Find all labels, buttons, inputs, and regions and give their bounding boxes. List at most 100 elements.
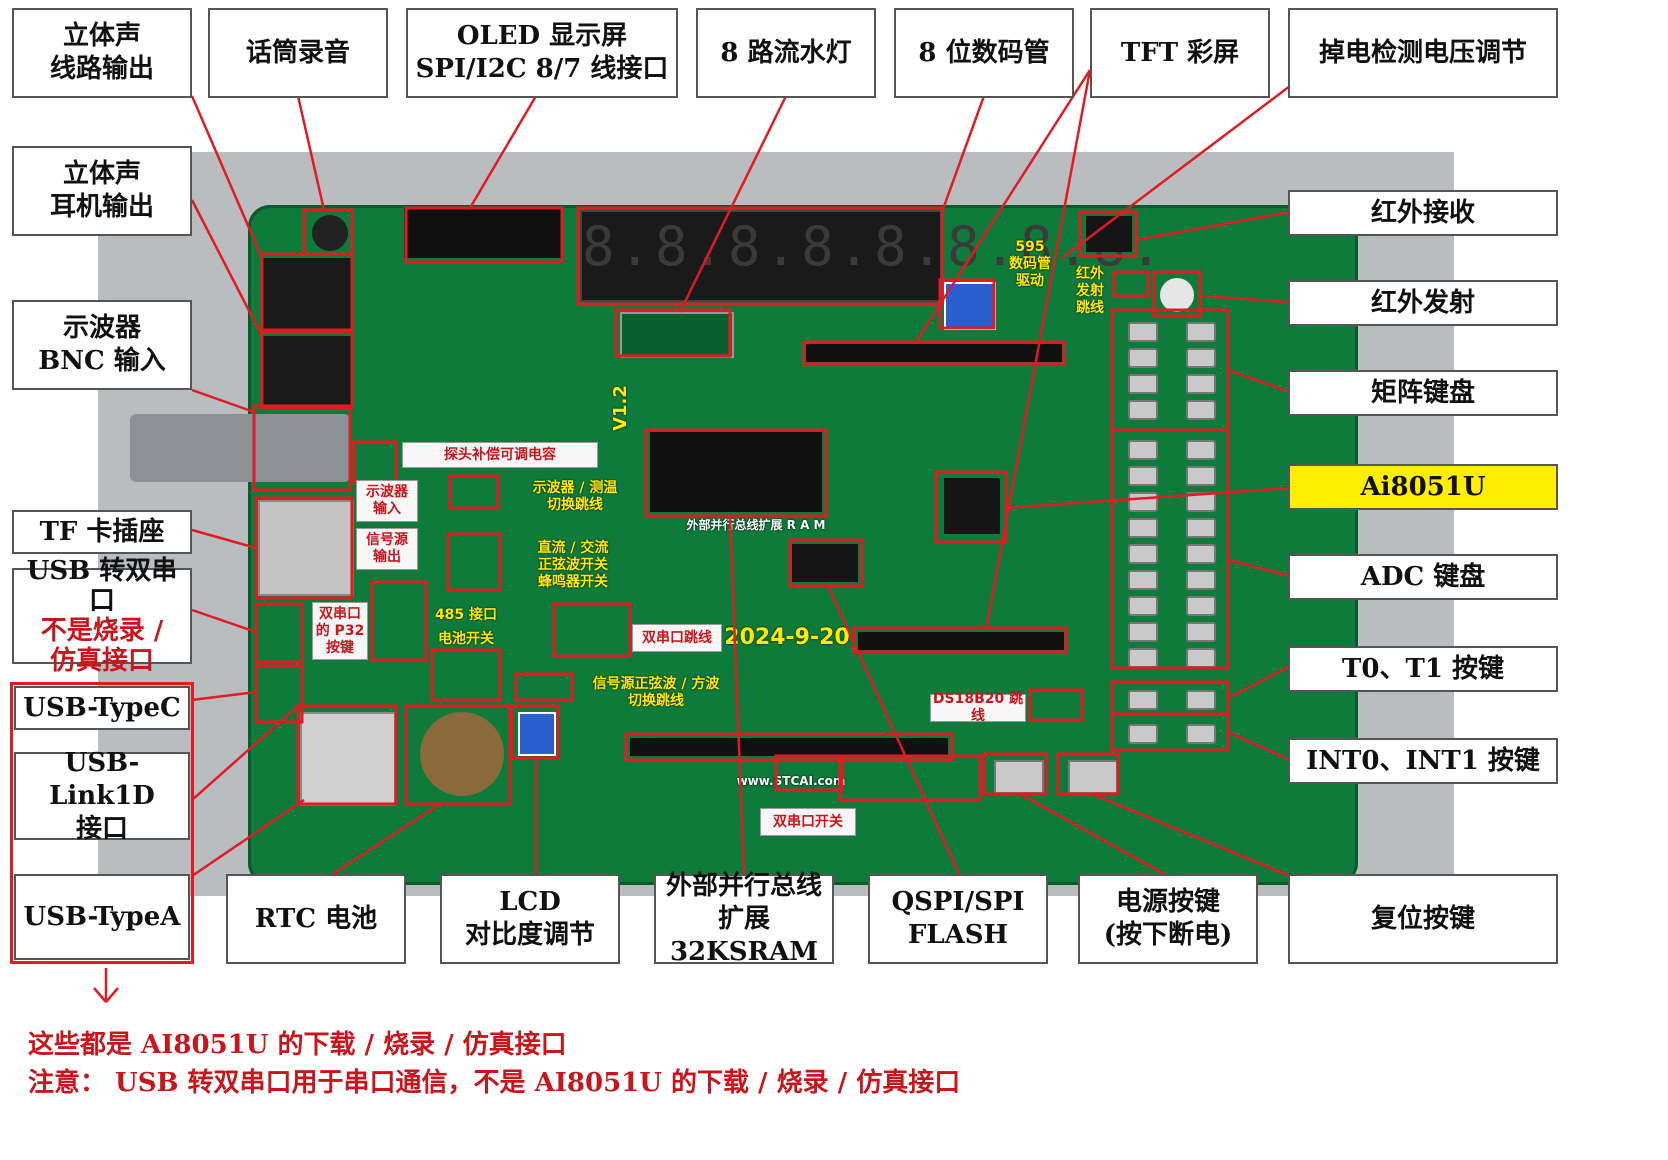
label-line: 对比度调节 — [464, 920, 595, 950]
tf-card-socket — [258, 500, 354, 596]
keypad-button — [1186, 518, 1216, 538]
inner-line: 驱动 — [1016, 272, 1044, 289]
keypad-button — [1128, 440, 1158, 460]
inner-line: 示波器 / 测温 — [532, 480, 618, 496]
label-line: RTC 电池 — [254, 903, 378, 934]
bus-header — [630, 738, 948, 756]
label-line: USB-TypeC — [23, 692, 181, 723]
usb-typea-port — [300, 712, 396, 806]
inner-p32-key: 双串口 的 P32 按键 — [312, 602, 368, 660]
keypad-button — [1128, 648, 1158, 668]
keypad-button — [1186, 596, 1216, 616]
label-line: LCD — [499, 887, 561, 917]
label-line: TF 卡插座 — [39, 516, 165, 547]
label-line: TFT 彩屏 — [1120, 37, 1240, 68]
audio-jack-line — [262, 258, 352, 330]
keypad-button — [1128, 724, 1158, 744]
keypad-button — [1128, 544, 1158, 564]
label-line: 立体声 — [62, 21, 141, 51]
keypad-button — [1186, 374, 1216, 394]
label-tft: TFT 彩屏 — [1090, 8, 1270, 98]
label-usb-link1d: USB-Link1D 接口 — [14, 748, 190, 844]
label-t0t1-keys: T0、T1 按键 — [1288, 646, 1558, 692]
label-stereo-line-out: 立体声 线路输出 — [12, 8, 192, 98]
label-line: 掉电检测电压调节 — [1318, 37, 1527, 68]
keypad-button — [1186, 440, 1216, 460]
keypad-button — [1128, 492, 1158, 512]
label-line: 仿真接口 — [49, 646, 154, 676]
label-line: BNC 输入 — [38, 346, 166, 376]
inner-line: 红外 — [1076, 265, 1104, 282]
inner-signal-output: 信号源 输出 — [356, 528, 418, 570]
label-int-keys: INT0、INT1 按键 — [1288, 738, 1558, 784]
label-line: (按下断电) — [1103, 920, 1233, 950]
keypad-button — [1186, 466, 1216, 486]
label-8-segment: 8 位数码管 — [894, 8, 1074, 98]
label-line: 扩展 32KSRAM — [669, 903, 819, 967]
inner-line: 跳线 — [1076, 299, 1104, 316]
keypad-button — [1186, 570, 1216, 590]
label-usb-typec: USB-TypeC — [14, 686, 190, 730]
label-line: ADC 键盘 — [1360, 561, 1486, 592]
keypad-button — [1186, 348, 1216, 368]
inner-hc595: 595 数码管 驱动 — [1000, 236, 1060, 292]
inner-line: 595 — [1015, 238, 1045, 255]
label-line: 线路输出 — [49, 54, 154, 84]
label-qspi-flash: QSPI/SPI FLASH — [868, 874, 1048, 964]
flash-chip — [792, 544, 858, 582]
label-stereo-headphone: 立体声 耳机输出 — [12, 146, 192, 236]
keypad-button — [1186, 322, 1216, 342]
inner-line: 示波器 — [366, 484, 408, 500]
label-8-led: 8 路流水灯 — [696, 8, 876, 98]
keypad-button — [1186, 648, 1216, 668]
board-date: 2024-9-20 — [724, 624, 850, 650]
label-line: 电源按键 — [1115, 887, 1220, 917]
label-mic-record: 话筒录音 — [208, 8, 388, 98]
label-lcd-contrast: LCD 对比度调节 — [440, 874, 620, 964]
label-line: FLASH — [907, 920, 1009, 950]
label-line: 红外发射 — [1370, 287, 1475, 318]
label-line: 话筒录音 — [245, 37, 350, 68]
keypad-button — [1128, 596, 1158, 616]
board-version: V1.2 — [609, 385, 631, 431]
inner-line: 信号源正弦波 / 方波 — [592, 676, 720, 692]
inner-rs485: 485 接口 — [434, 606, 498, 623]
label-line: 复位按键 — [1370, 903, 1475, 934]
oled-header-socket — [404, 208, 562, 258]
label-reset-key: 复位按键 — [1288, 874, 1558, 964]
ir-receiver — [1086, 216, 1132, 252]
keypad-button — [1186, 544, 1216, 564]
rtc-coin-cell — [420, 712, 504, 796]
keypad-button — [1186, 724, 1216, 744]
label-scope-bnc: 示波器 BNC 输入 — [12, 300, 192, 390]
label-line: Ai8051U — [1360, 471, 1486, 502]
inner-ir-jumper: 红外 发射 跳线 — [1068, 262, 1112, 320]
footer-note-1: 这些都是 AI8051U 的下载 / 烧录 / 仿真接口 — [28, 1030, 567, 1060]
mcu-chip — [944, 478, 1000, 534]
seven-segment-display: 8.8.8.8.8.8.8.8. — [580, 210, 1162, 302]
keypad-button — [1128, 322, 1158, 342]
inner-line: 按键 — [326, 639, 354, 656]
inner-dcac: 直流 / 交流 正弦波开关 蜂鸣器开关 — [520, 536, 626, 594]
inner-line: 切换跳线 — [628, 693, 684, 709]
inner-line: 输出 — [373, 549, 401, 565]
inner-line: 的 P32 — [315, 622, 365, 639]
label-line: QSPI/SPI — [891, 887, 1025, 917]
label-line: OLED 显示屏 — [456, 21, 628, 51]
label-line: SPI/I2C 8/7 线接口 — [415, 54, 669, 84]
audio-jack-headphone — [262, 336, 352, 406]
label-usb-dual-serial: USB 转双串口 不是烧录 / 仿真接口 — [12, 556, 192, 676]
inner-line: 双串口 — [319, 605, 361, 622]
label-ir-transmit: 红外发射 — [1288, 280, 1558, 326]
inner-line: 蜂鸣器开关 — [538, 573, 608, 590]
label-power-fail: 掉电检测电压调节 — [1288, 8, 1558, 98]
label-line: 接口 — [75, 813, 128, 844]
keypad-button — [1186, 622, 1216, 642]
microphone-component — [312, 215, 348, 251]
ir-led — [1160, 278, 1194, 312]
label-matrix-keypad: 矩阵键盘 — [1288, 370, 1558, 416]
label-rtc-battery: RTC 电池 — [226, 874, 406, 964]
keypad-button — [1128, 690, 1158, 710]
label-tf-card: TF 卡插座 — [12, 510, 192, 554]
label-line: 红外接收 — [1370, 197, 1475, 228]
